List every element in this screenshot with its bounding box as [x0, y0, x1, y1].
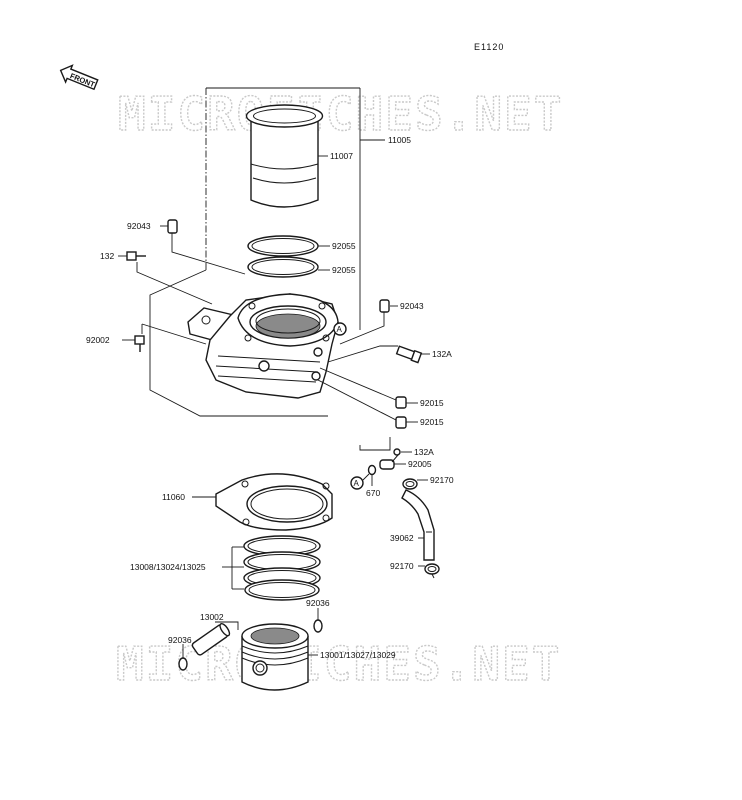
piston-pin [191, 622, 231, 656]
hose-clamp-upper [402, 478, 418, 490]
callout-132-left: 132 [100, 251, 114, 261]
callout-92043-top: 92043 [127, 221, 151, 231]
callout-92055-upper: 92055 [332, 241, 356, 251]
circlip-right [313, 619, 323, 633]
dowel-pin-left [167, 219, 178, 234]
bolt-92002 [134, 335, 145, 352]
callout-13008-13024-13025: 13008/13024/13025 [130, 562, 206, 572]
callout-670: 670 [366, 488, 380, 498]
reference-marker-a-upper: A [337, 325, 343, 334]
o-ring-670 [367, 464, 377, 476]
o-ring-lower [247, 256, 319, 278]
callout-92170-upper: 92170 [430, 475, 454, 485]
front-arrow-icon: FRONT [59, 64, 99, 91]
callout-92015-lower: 92015 [420, 417, 444, 427]
callout-92015-upper: 92015 [420, 398, 444, 408]
cylinder-gasket [215, 473, 333, 531]
callout-92043-right: 92043 [400, 301, 424, 311]
callout-92036-right: 92036 [306, 598, 330, 608]
callout-92170-lower: 92170 [390, 561, 414, 571]
circlip-left [178, 657, 188, 671]
callout-92036-left: 92036 [168, 635, 192, 645]
bolt-132A-right [395, 345, 423, 364]
dowel-pin-right [379, 299, 390, 313]
callout-11005: 11005 [388, 135, 411, 145]
callout-13001-13027-13029: 13001/13027/13029 [320, 650, 396, 660]
cylinder-block [187, 293, 339, 399]
callout-132A-lower: 132A [414, 447, 434, 457]
coolant-hose [401, 489, 435, 561]
cylinder-assembly-bracket [149, 87, 385, 417]
callout-39062: 39062 [390, 533, 414, 543]
watermark-top: MICROFICHES.NET [118, 87, 563, 141]
diagram-code: E1120 [474, 42, 504, 52]
callout-92005: 92005 [408, 459, 432, 469]
reference-marker-a-lower: A [354, 479, 360, 488]
callout-92002: 92002 [86, 335, 110, 345]
callout-132A-right: 132A [432, 349, 452, 359]
callout-13002: 13002 [200, 612, 224, 622]
hose-fitting-92005 [379, 448, 401, 470]
fitting-92015-upper [395, 396, 407, 409]
callout-11060: 11060 [162, 492, 185, 502]
o-ring-upper [247, 235, 319, 257]
piston [241, 623, 309, 691]
watermark-bottom: MICROFICHES.NET [116, 637, 561, 691]
hose-clamp-lower [424, 563, 440, 579]
bolt-132-left [126, 251, 146, 261]
callout-92055-lower: 92055 [332, 265, 356, 275]
cylinder-liner [245, 104, 324, 208]
piston-ring-set [243, 535, 321, 601]
fitting-92015-lower [395, 416, 407, 429]
callout-11007: 11007 [330, 151, 353, 161]
